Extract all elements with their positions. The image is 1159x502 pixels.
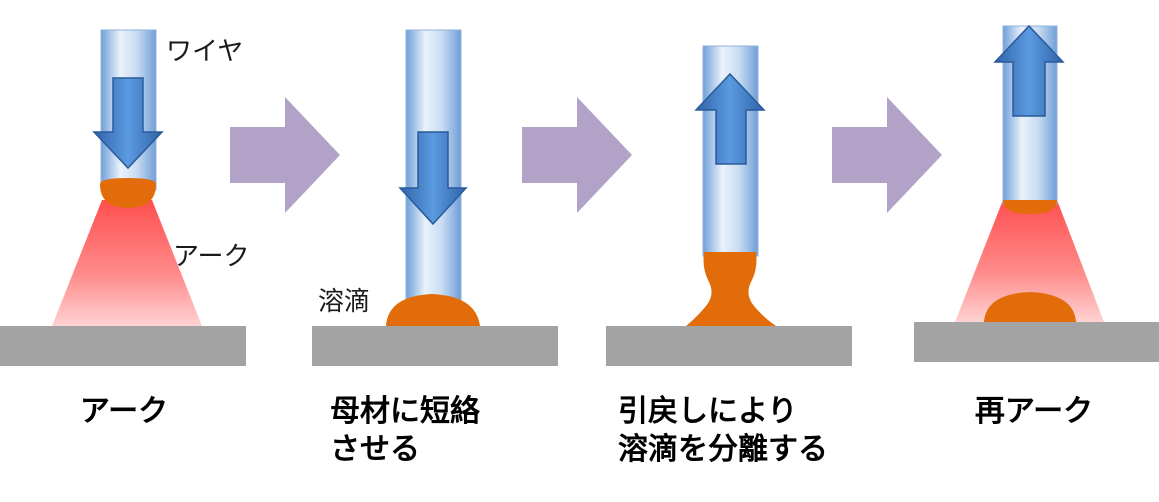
arc-cone: [52, 200, 202, 326]
step-2-caption-line-2: させる: [330, 432, 420, 467]
wire-label: ワイヤ: [166, 37, 243, 67]
up-arrow-icon: [694, 72, 766, 165]
step-arrow-2: [522, 97, 632, 213]
up-arrow-icon: [993, 24, 1065, 117]
droplet-neck: [686, 252, 776, 326]
step-1-arc: ワイヤ アーク アーク: [0, 29, 249, 429]
step-arrow-1: [230, 97, 340, 213]
step-4-re-arc: 再アーク: [914, 24, 1159, 429]
wire-tip-droplet: [1003, 200, 1057, 214]
step-2-short-circuit: 溶滴 母材に短絡 させる: [312, 29, 558, 467]
step-1-caption-line-1: アーク: [80, 394, 168, 429]
step-4-caption-line-1: 再アーク: [975, 394, 1093, 429]
droplet: [386, 294, 480, 326]
down-arrow-icon: [92, 77, 164, 170]
base-metal-plate: [914, 322, 1159, 362]
step-arrow-3: [832, 97, 942, 213]
droplet: [100, 178, 156, 208]
down-arrow-icon: [398, 131, 468, 226]
arc-label: アーク: [173, 242, 249, 272]
base-metal-plate: [606, 326, 852, 366]
residual-droplet: [984, 292, 1076, 322]
step-3-caption-line-1: 引戻しにより: [618, 394, 797, 429]
base-metal-plate: [312, 326, 558, 366]
base-metal-plate: [0, 326, 246, 366]
arc-cone: [955, 200, 1104, 322]
step-3-pullback-separation: 引戻しにより 溶滴を分離する: [606, 45, 852, 467]
step-3-caption-line-2: 溶滴を分離する: [618, 432, 828, 467]
droplet-label: 溶滴: [318, 287, 370, 317]
step-2-caption-line-1: 母材に短絡: [330, 394, 481, 429]
